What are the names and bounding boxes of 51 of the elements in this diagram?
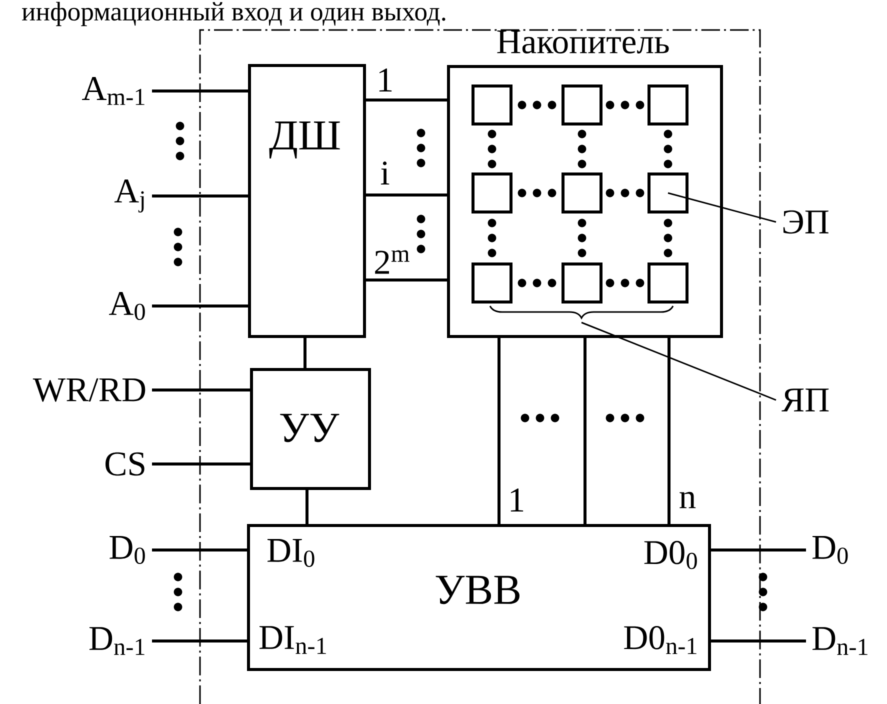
signal-line [152, 548, 247, 552]
memory-cell [562, 172, 602, 214]
signal-line [152, 640, 247, 642]
io-unit-box: УВВ DI$_{0}$ DI$_{n-1}$ D0$_{0}$ D0$_{n-1}$ [247, 524, 711, 671]
memory-cell [648, 172, 688, 214]
edge-label: 1 [510, 488, 524, 512]
memory-cell [562, 262, 602, 304]
memory-cell [472, 172, 512, 214]
signal-line [304, 338, 306, 368]
edge-label: 1 [379, 68, 392, 92]
signal-line [152, 462, 250, 466]
signal-line [584, 338, 586, 524]
edge-label: 2$^{m}$ [375, 250, 410, 274]
signal-line [668, 338, 670, 524]
signal-label: A$_{j}$ [114, 179, 144, 213]
signal-line [306, 490, 308, 524]
memory-cell [472, 262, 512, 304]
node-label: Накопитель [497, 30, 669, 54]
signal-label: A$_{0}$ [109, 292, 145, 320]
signal-label: D$_{0}$ [110, 536, 145, 564]
leader-line [668, 192, 776, 223]
signal-line [152, 304, 248, 308]
signal-line [711, 640, 806, 642]
signal-line [152, 90, 248, 92]
callout-label: ЯП [782, 388, 829, 412]
memory-cell [648, 84, 688, 126]
signal-label: D$_{0}$ [812, 536, 848, 564]
memory-cell [472, 84, 512, 126]
signal-line [366, 278, 447, 282]
signal-label: A$_{m-1}$ [82, 77, 144, 105]
signal-line [498, 338, 500, 524]
decoder-box: ДШ [248, 64, 366, 338]
signal-label: WR/RD [32, 378, 146, 402]
brace [489, 306, 674, 319]
edge-label: n [680, 492, 696, 508]
signal-line [366, 98, 447, 102]
callout-label: ЭП [783, 210, 828, 234]
caption-text: информационный вход и один выход. [22, 2, 446, 26]
signal-line [152, 388, 250, 392]
signal-label: D$_{n-1}$ [812, 627, 868, 655]
signal-line [711, 548, 806, 552]
memory-cell [648, 262, 688, 304]
leader-line [581, 322, 776, 401]
signal-label: CS [106, 452, 144, 476]
edge-label: i [380, 162, 390, 184]
signal-line [152, 194, 248, 198]
signal-line [366, 194, 447, 196]
signal-label: D$_{n-1}$ [89, 627, 144, 655]
storage-array-box: Накопитель [447, 30, 723, 338]
memory-cell [562, 84, 602, 126]
control-unit-box: УУ [250, 368, 371, 490]
